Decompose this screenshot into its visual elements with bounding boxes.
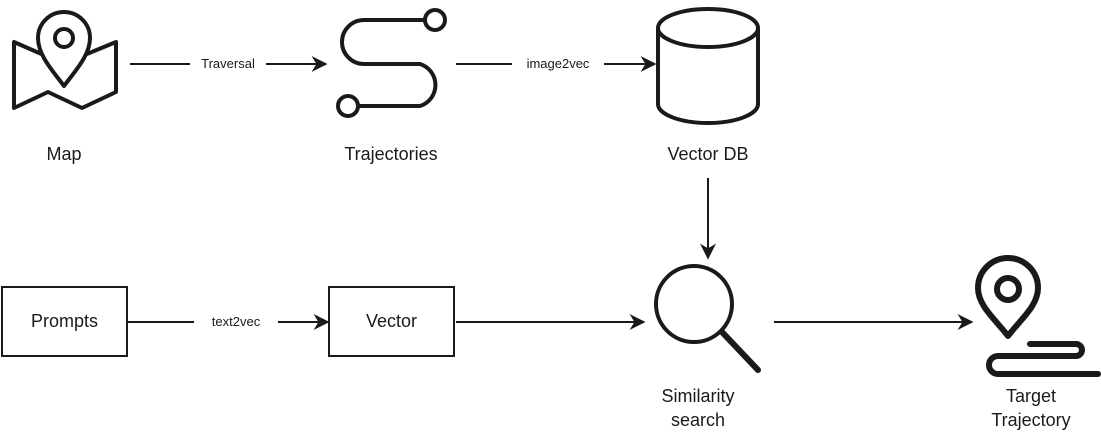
node-label-similarity-search: Similarity search [640, 384, 756, 432]
target-line-2: Trajectory [991, 410, 1071, 430]
node-label-vector-db: Vector DB [667, 144, 749, 164]
pin-path-icon [975, 255, 1101, 377]
edges [128, 56, 974, 330]
node-label-map: Map [46, 144, 82, 164]
node-label-trajectories: Trajectories [344, 144, 438, 164]
prompts-box: Prompts [1, 286, 128, 357]
edge-label-text2vec: text2vec [194, 314, 278, 330]
magnifier-icon [654, 264, 761, 373]
node-label-vector: Vector [365, 311, 418, 331]
edge-label-traversal: Traversal [190, 56, 266, 72]
node-label-target-trajectory: Target Trajectory [976, 384, 1086, 432]
edge-label-image2vec: image2vec [512, 56, 604, 72]
node-label-prompts: Prompts [30, 311, 99, 331]
database-icon [656, 7, 760, 125]
vector-box: Vector [328, 286, 455, 357]
target-line-1: Target [1005, 386, 1057, 406]
map-pin-icon [12, 10, 118, 110]
similarity-line-1: Similarity [661, 386, 735, 406]
similarity-line-2: search [670, 410, 726, 430]
route-icon [336, 8, 447, 118]
